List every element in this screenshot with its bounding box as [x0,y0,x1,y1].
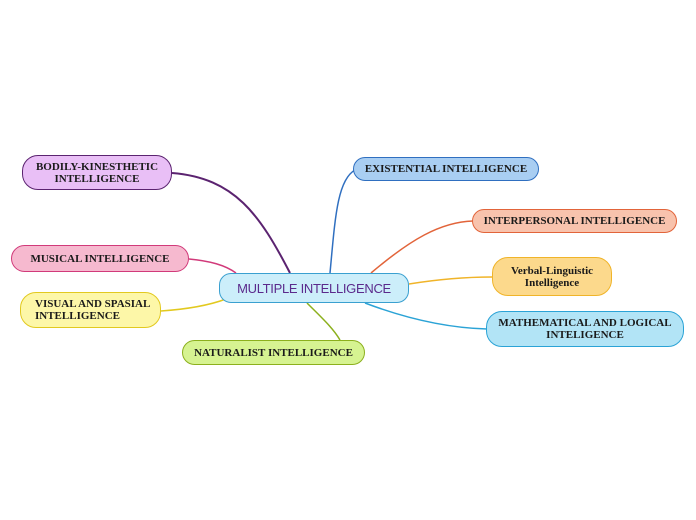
topic-label: Verbal-Linguistic Intelligence [510,264,594,289]
connector-musical [188,258,237,274]
topic-label: MATHEMATICAL AND LOGICAL INTELIGENCE [498,317,672,341]
topic-verbal-linguistic[interactable]: Verbal-Linguistic Intelligence [492,257,612,296]
topic-bodily-kinesthetic[interactable]: BODILY-KINESTHETIC INTELLIGENCE [22,155,172,190]
topic-label: VISUAL AND SPASIAL INTELLIGENCE [35,298,151,322]
topic-label: NATURALIST INTELLIGENCE [194,346,353,359]
topic-label: MUSICAL INTELLIGENCE [30,252,170,265]
connector-bodily [171,172,291,274]
connector-interpersonal [370,220,474,274]
connector-visual [160,298,227,312]
topic-label: EXISTENTIAL INTELLIGENCE [364,163,528,175]
connector-math [364,302,488,330]
connector-naturalist [306,302,341,341]
central-topic[interactable]: MULTIPLE INTELLIGENCE [219,273,409,303]
topic-existential[interactable]: EXISTENTIAL INTELLIGENCE [353,157,539,181]
connector-verbal [408,276,493,285]
topic-label: INTERPERSONAL INTELLIGENCE [483,215,666,227]
connector-existential [329,169,356,274]
topic-musical[interactable]: MUSICAL INTELLIGENCE [11,245,189,272]
topic-visual-spatial[interactable]: VISUAL AND SPASIAL INTELLIGENCE [20,292,161,328]
central-topic-label: MULTIPLE INTELLIGENCE [237,280,391,296]
topic-interpersonal[interactable]: INTERPERSONAL INTELLIGENCE [472,209,677,233]
topic-mathematical-logical[interactable]: MATHEMATICAL AND LOGICAL INTELIGENCE [486,311,684,347]
topic-naturalist[interactable]: NATURALIST INTELLIGENCE [182,340,365,365]
topic-label: BODILY-KINESTHETIC INTELLIGENCE [35,160,159,185]
